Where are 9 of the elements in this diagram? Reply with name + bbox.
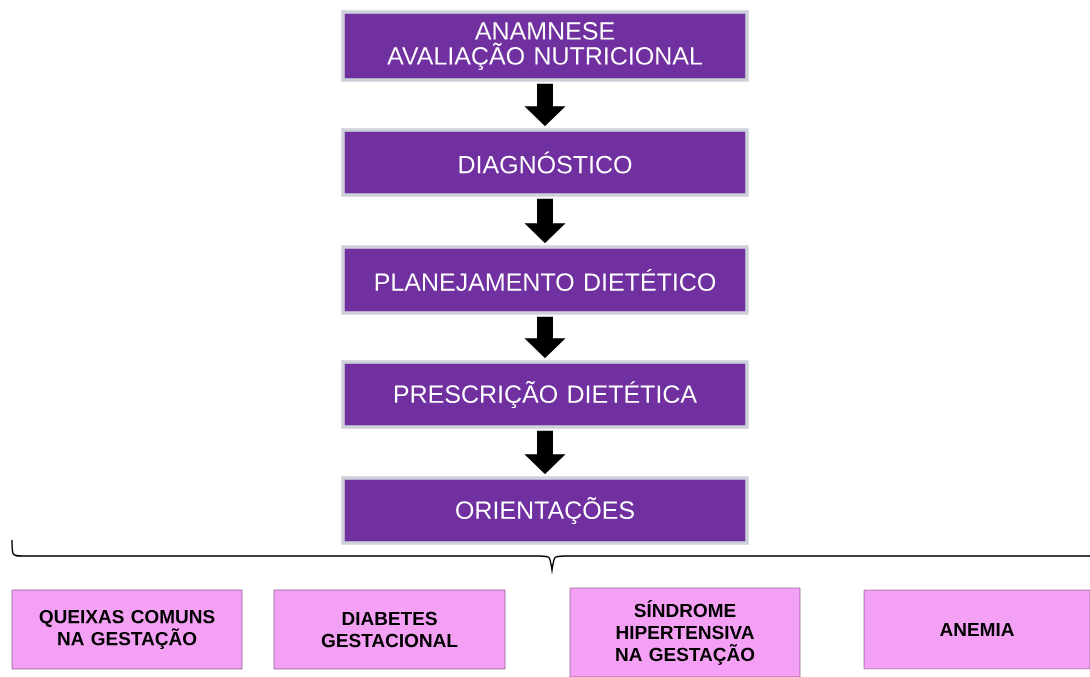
topic-box: SÍNDROME HIPERTENSIVA NA GESTAÇÃO — [569, 587, 801, 677]
step-box: PRESCRIÇÃO DIETÉTICA — [341, 360, 749, 429]
topic-box: ANEMIA — [863, 589, 1090, 670]
step-box: ORIENTAÇÕES — [341, 476, 749, 545]
step-box: ANAMNESE AVALIAÇÃO NUTRICIONAL — [341, 10, 749, 82]
step-box: DIAGNÓSTICO — [341, 128, 749, 197]
topic-box: QUEIXAS COMUNS NA GESTAÇÃO — [11, 589, 243, 670]
step-box: PLANEJAMENTO DIETÉTICO — [341, 245, 749, 315]
topic-box: DIABETES GESTACIONAL — [273, 589, 506, 670]
